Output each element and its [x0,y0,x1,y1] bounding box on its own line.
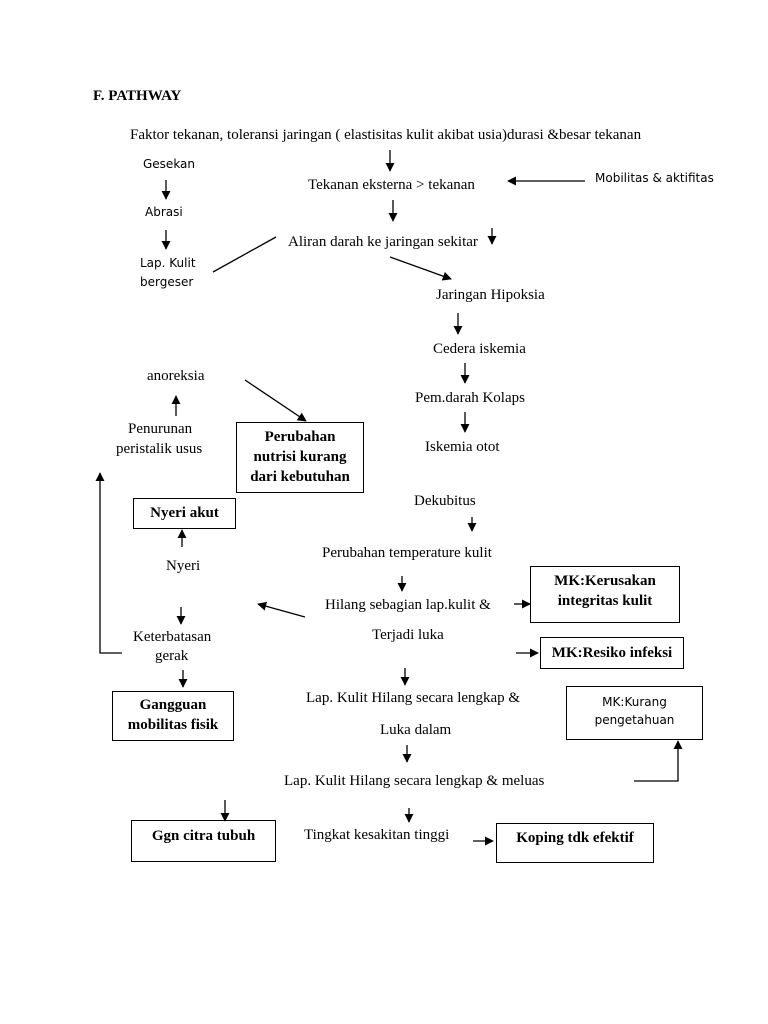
node-lap-kulit: Lap. Kulit [140,256,196,270]
node-cedera-iskemia: Cedera iskemia [433,341,526,357]
node-penurunan: Penurunan [128,421,193,437]
node-aliran-darah: Aliran darah ke jaringan sekitar [288,234,478,250]
node-iskemia-otot: Iskemia otot [425,439,500,455]
diagnosis-koping-label: Koping tdk efektif [516,830,634,846]
arrow-hilang-nyeri [257,601,306,618]
arrow-meluas-kurang [634,740,683,782]
node-tekanan-eksterna: Tekanan eksterna > tekanan [308,177,475,193]
diagnosis-resiko-infeksi-label: MK:Resiko infeksi [551,645,673,661]
node-nyeri: Nyeri [166,558,201,574]
diagnosis-nyeri-akut: Nyeri akut [133,498,236,529]
node-bergeser: bergeser [140,275,194,289]
arrow-aliran-hipoksia [389,256,452,281]
diagnosis-ggn-citra-label: Ggn citra tubuh [151,828,256,844]
line-lapkulit-aliran [212,236,277,273]
diagnosis-kerusakan-line1: MK:Kerusakan [554,573,656,589]
node-terjadi-luka: Terjadi luka [372,627,444,643]
node-hilang-sebagian: Hilang sebagian lap.kulit & [325,597,491,613]
node-peristalik-usus: peristalik usus [116,441,203,457]
diagnosis-gangguan-line1: Gangguan [139,697,207,713]
arrow-keterbatasan-penurunan [95,472,122,654]
diagnosis-koping-tdk-efektif: Koping tdk efektif [496,823,654,863]
diagnosis-nutrisi-line1: Perubahan [264,429,336,445]
node-anoreksia: anoreksia [147,368,205,384]
diagnosis-kurang-line1: MK:Kurang [602,695,667,709]
node-faktor: Faktor tekanan, toleransi jaringan ( ela… [130,127,642,143]
node-lap-kulit-hilang-lengkap: Lap. Kulit Hilang secara lengkap & [306,690,521,706]
node-gerak: gerak [155,648,189,664]
arrow-anoreksia-nutrisi [244,379,307,422]
diagnosis-kerusakan-integritas: MK:Kerusakan integritas kulit [530,566,680,623]
node-jaringan-hipoksia: Jaringan Hipoksia [436,287,545,303]
node-dekubitus: Dekubitus [414,493,476,509]
node-keterbatasan: Keterbatasan [133,629,212,645]
diagnosis-perubahan-nutrisi: Perubahan nutrisi kurang dari kebutuhan [236,422,364,493]
diagnosis-ggn-citra-tubuh: Ggn citra tubuh [131,820,276,862]
diagnosis-nyeri-akut-label: Nyeri akut [150,505,219,521]
node-pem-darah-kolaps: Pem.darah Kolaps [415,390,525,406]
node-luka-dalam: Luka dalam [380,722,452,738]
node-perubahan-temperature: Perubahan temperature kulit [322,545,492,561]
diagnosis-nutrisi-line3: dari kebutuhan [250,469,350,485]
node-abrasi: Abrasi [145,205,183,219]
page-title: F. PATHWAY [93,88,182,104]
node-lap-kulit-meluas: Lap. Kulit Hilang secara lengkap & melua… [284,773,545,789]
diagnosis-gangguan-line2: mobilitas fisik [127,717,219,733]
diagnosis-kurang-pengetahuan: MK:Kurang pengetahuan [566,686,703,740]
node-mobilitas-aktifitas: Mobilitas & aktifitas [595,171,714,185]
diagnosis-resiko-infeksi: MK:Resiko infeksi [540,637,684,669]
diagnosis-gangguan-mobilitas: Gangguan mobilitas fisik [112,691,234,741]
node-gesekan: Gesekan [143,157,196,171]
diagnosis-kerusakan-line2: integritas kulit [557,593,653,609]
diagnosis-nutrisi-line2: nutrisi kurang [253,449,347,465]
diagnosis-kurang-line2: pengetahuan [594,713,675,727]
node-tingkat-kesakitan: Tingkat kesakitan tinggi [304,827,450,843]
